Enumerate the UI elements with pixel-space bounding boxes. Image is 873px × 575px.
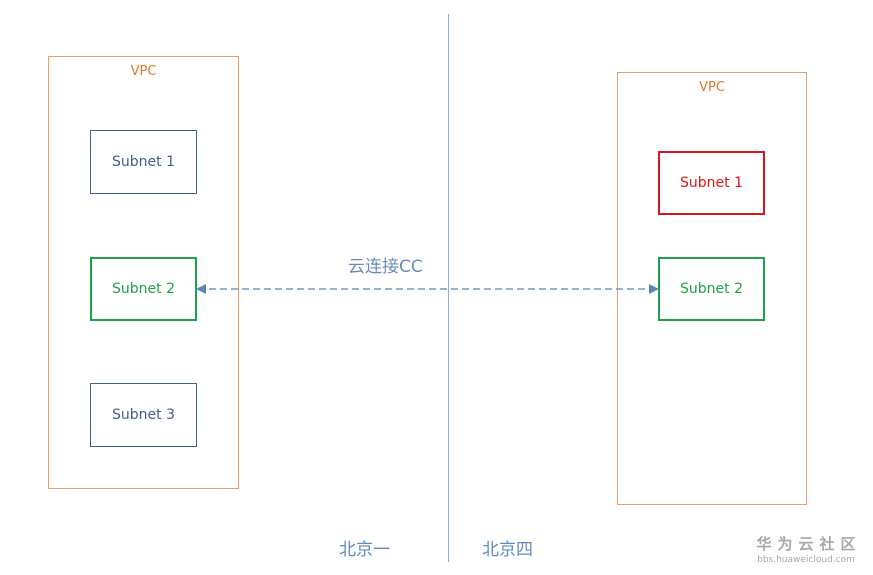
connection-label: 云连接CC <box>348 257 423 277</box>
vpc-right-subnet-2-label: Subnet 2 <box>680 281 743 297</box>
watermark-url: bbs.huaweicloud.com <box>757 555 855 565</box>
vpc-left-subnet-1-label: Subnet 1 <box>112 154 175 170</box>
vpc-left-label: VPC <box>130 64 157 79</box>
vpc-right-subnet-1-label: Subnet 1 <box>680 175 743 191</box>
vpc-left-subnet-1: Subnet 1 <box>90 130 197 194</box>
vpc-right-subnet-2: Subnet 2 <box>658 257 765 321</box>
region-label-beijing-4: 北京四 <box>482 540 533 560</box>
watermark: 华为云社区 bbs.huaweicloud.com <box>750 533 862 565</box>
watermark-title: 华为云社区 <box>756 535 862 553</box>
vpc-left-subnet-3: Subnet 3 <box>90 383 197 447</box>
vpc-right-subnet-1: Subnet 1 <box>658 151 765 215</box>
vpc-left-subnet-2-label: Subnet 2 <box>112 281 175 297</box>
vpc-left-subnet-3-label: Subnet 3 <box>112 407 175 423</box>
vpc-left-subnet-2: Subnet 2 <box>90 257 197 321</box>
region-label-beijing-1: 北京一 <box>339 540 390 560</box>
vpc-right-label: VPC <box>699 80 725 95</box>
